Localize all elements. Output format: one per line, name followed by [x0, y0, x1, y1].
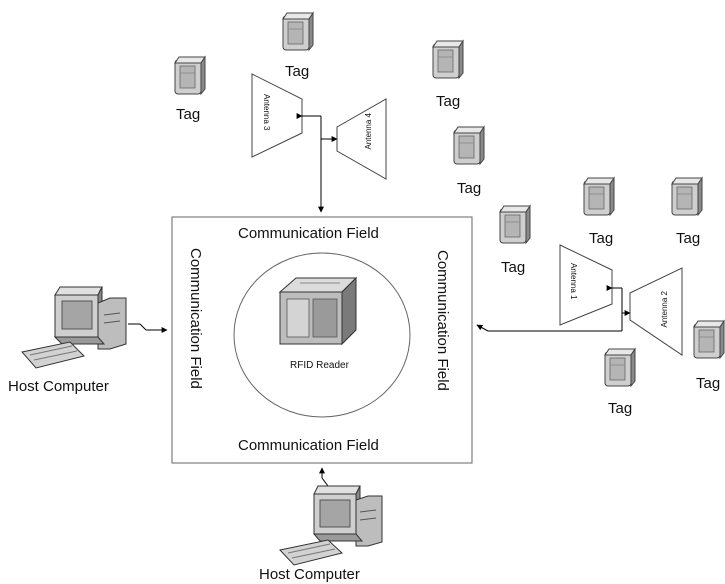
host-computer-bottom-icon: [279, 485, 383, 566]
antenna-1-2-connectors: [476, 285, 631, 332]
antenna-2-label: Antenna 2: [660, 291, 669, 328]
antenna-3-shape: [251, 73, 303, 158]
tag-label: Tag: [608, 400, 633, 417]
antenna-4-shape: [336, 98, 387, 180]
host-computer-bottom-label: Host Computer: [259, 566, 360, 583]
tag-icon: [453, 126, 485, 165]
antenna-1-label: Antenna 1: [569, 263, 578, 300]
host-computer-left-label: Host Computer: [8, 378, 109, 395]
tag-icon: [671, 177, 703, 216]
antenna-4-label: Antenna 4: [364, 113, 373, 150]
tag-label: Tag: [176, 106, 201, 123]
rfid-reader-icon: [278, 276, 358, 346]
tag-icon: [693, 320, 725, 359]
tag-label-cut: Tag: [696, 375, 721, 392]
communication-field-left-label: Communication Field: [187, 248, 204, 389]
tag-label: Tag: [436, 93, 461, 110]
tag-label: Tag: [501, 259, 526, 276]
tag-icon: [499, 205, 531, 244]
tag-label: Tag: [457, 180, 482, 197]
communication-field-bottom-label: Communication Field: [238, 437, 379, 454]
communication-field-right-label: Communication Field: [434, 250, 451, 391]
left-host-connector: [128, 323, 168, 333]
antenna-3-4-connectors: [296, 113, 338, 213]
tag-icon: [583, 177, 615, 216]
antenna-2-shape: [629, 267, 683, 356]
tag-label: Tag: [589, 230, 614, 247]
host-computer-left-icon: [21, 286, 127, 369]
reader-zone-ellipse: [233, 252, 411, 418]
antenna-3-label: Antenna 3: [262, 94, 271, 131]
rfid-reader-label: RFID Reader: [290, 360, 349, 371]
antenna-1-shape: [559, 244, 613, 326]
tag-icon: [174, 56, 206, 95]
tag-icon: [282, 12, 314, 51]
communication-field-top-label: Communication Field: [238, 225, 379, 242]
tag-icon: [432, 40, 464, 79]
tag-label: Tag: [676, 230, 701, 247]
tag-label: Tag: [285, 63, 310, 80]
tag-icon: [604, 348, 636, 387]
